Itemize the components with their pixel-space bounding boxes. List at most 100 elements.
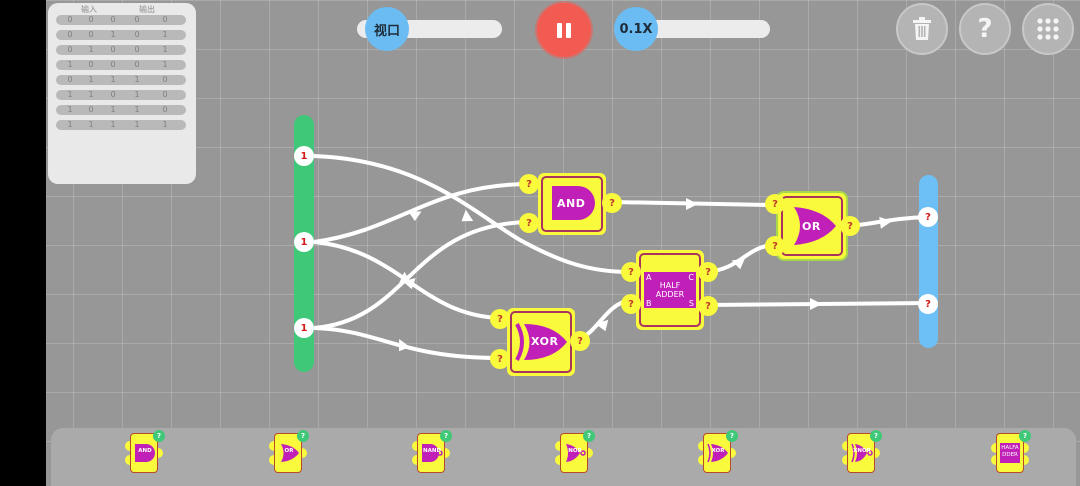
truth-table-output-cell: 0 xyxy=(162,90,168,99)
truth-table-output-cell: 1 xyxy=(162,120,168,129)
menu-button[interactable] xyxy=(1022,3,1074,55)
truth-table-output-header: 输出 xyxy=(139,5,155,14)
help-icon: ? xyxy=(977,14,993,44)
truth-table-input-cell: 1 xyxy=(88,90,94,99)
xor-gate-label: XOR xyxy=(531,335,559,348)
palette-item-nand[interactable]: NAND? xyxy=(411,430,452,473)
truth-table-input-cell: 0 xyxy=(67,15,73,24)
palette-help-badge[interactable]: ? xyxy=(297,430,309,442)
palette-item-nor[interactable]: NOR? xyxy=(554,430,595,473)
or-input-port-2[interactable]: ? xyxy=(765,236,785,256)
half-adder-output-c[interactable]: ? xyxy=(698,262,718,282)
wire-arrow xyxy=(595,319,609,332)
and-output-port[interactable]: ? xyxy=(602,193,622,213)
xor-gate[interactable]: XOR xyxy=(507,308,575,376)
trash-icon xyxy=(913,17,931,40)
palette-item-xnor[interactable]: XNOR? xyxy=(841,430,882,473)
palette-port xyxy=(440,448,450,458)
circuit-canvas[interactable] xyxy=(46,0,1080,486)
input-pin-3[interactable]: 1 xyxy=(294,318,314,338)
palette-help-badge[interactable]: ? xyxy=(583,430,595,442)
xor-output-port[interactable]: ? xyxy=(570,331,590,351)
palette-gate-symbol xyxy=(707,443,728,463)
palette-help-badge[interactable]: ? xyxy=(870,430,882,442)
output-pin-2: ? xyxy=(918,294,938,314)
truth-table-output-cell: 1 xyxy=(162,30,168,39)
truth-table-input-cell: 0 xyxy=(67,45,73,54)
and-gate[interactable]: AND xyxy=(538,173,606,235)
or-output-port[interactable]: ? xyxy=(840,216,860,236)
palette-item-or[interactable]: OR? xyxy=(268,430,309,473)
input-pin-1[interactable]: 1 xyxy=(294,146,314,166)
palette-help-badge[interactable]: ? xyxy=(726,430,738,442)
palette-label-line2: DDER xyxy=(1002,452,1018,458)
input-pin-2[interactable]: 1 xyxy=(294,232,314,252)
wire-arrow xyxy=(408,211,422,222)
palette-gate-symbol xyxy=(281,444,299,462)
palette-gate-symbol xyxy=(566,444,586,462)
half-adder-output-s[interactable]: ? xyxy=(698,296,718,316)
delete-button[interactable] xyxy=(896,3,948,55)
and-input-port-2[interactable]: ? xyxy=(519,213,539,233)
half-adder-input-a[interactable]: ? xyxy=(621,262,641,282)
palette-port xyxy=(297,448,307,458)
palette-gate-body: XNOR? xyxy=(847,430,882,473)
wire-arrow xyxy=(402,278,416,290)
truth-table-input-cell: 0 xyxy=(110,45,116,54)
and-gate-symbol xyxy=(552,186,595,220)
wire-in3-and[interactable] xyxy=(312,220,530,330)
palette-help-badge[interactable]: ? xyxy=(440,430,452,442)
half-adder[interactable]: A C HALF ADDER B S xyxy=(636,250,704,330)
palette-port xyxy=(726,448,736,458)
palette-item-xor[interactable]: XOR? xyxy=(697,430,738,473)
truth-table-output-cell: 1 xyxy=(162,45,168,54)
palette-gate-symbol xyxy=(135,444,155,462)
palette-help-badge[interactable]: ? xyxy=(153,430,165,442)
half-adder-input-b[interactable]: ? xyxy=(621,294,641,314)
or-gate[interactable]: OR xyxy=(778,193,846,259)
palette-label: OR xyxy=(284,448,294,454)
view-slider-knob[interactable]: 视口 xyxy=(365,7,409,51)
truth-table-output-cell: 1 xyxy=(134,90,140,99)
palette-gate-body: NOR? xyxy=(560,430,595,473)
grid-menu-icon xyxy=(1037,18,1059,40)
xor-input-port-2[interactable]: ? xyxy=(490,349,510,369)
speed-slider-knob[interactable]: 0.1X xyxy=(614,7,658,51)
truth-table-input-cell: 1 xyxy=(88,45,94,54)
truth-table-input-cell: 0 xyxy=(110,60,116,69)
truth-table-output-cell: 0 xyxy=(162,15,168,24)
or-input-port-1[interactable]: ? xyxy=(765,194,785,214)
truth-table-input-cell: 1 xyxy=(110,105,116,114)
truth-table-input-cell: 0 xyxy=(110,15,116,24)
truth-table-input-cell: 1 xyxy=(67,120,73,129)
palette-item-and[interactable]: AND? xyxy=(124,430,165,473)
palette-gate-symbol xyxy=(422,444,443,462)
wire-in2-and[interactable] xyxy=(312,182,530,244)
truth-table-input-cell: 1 xyxy=(110,30,116,39)
half-adder-label-line1: HALF xyxy=(659,281,681,290)
pause-button[interactable] xyxy=(537,3,591,57)
wire-in1-halfadder[interactable] xyxy=(312,154,632,274)
palette-help-badge[interactable]: ? xyxy=(1019,430,1031,442)
wire-in3-xor[interactable] xyxy=(312,326,502,360)
and-input-port-1[interactable]: ? xyxy=(519,174,539,194)
wire-arrow xyxy=(686,198,698,210)
truth-table-input-cell: 0 xyxy=(88,15,94,24)
truth-table-input-cell: 0 xyxy=(67,30,73,39)
and-gate-label: AND xyxy=(557,197,586,210)
help-button[interactable]: ? xyxy=(959,3,1011,55)
truth-table-output-cell: 0 xyxy=(162,75,168,84)
xor-input-port-1[interactable]: ? xyxy=(490,309,510,329)
output-pin-1: ? xyxy=(918,207,938,227)
truth-table-input-cell: 1 xyxy=(67,60,73,69)
palette-label: NAND xyxy=(422,448,442,454)
truth-table-input-cell: 1 xyxy=(88,75,94,84)
truth-table-input-cell: 1 xyxy=(110,75,116,84)
xor-gate-symbol xyxy=(515,323,567,361)
half-adder-b-label: B xyxy=(646,299,652,308)
